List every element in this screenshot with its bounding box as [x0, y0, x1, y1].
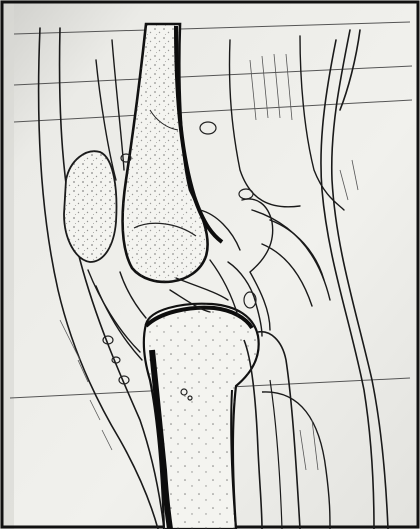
patella [64, 151, 116, 262]
